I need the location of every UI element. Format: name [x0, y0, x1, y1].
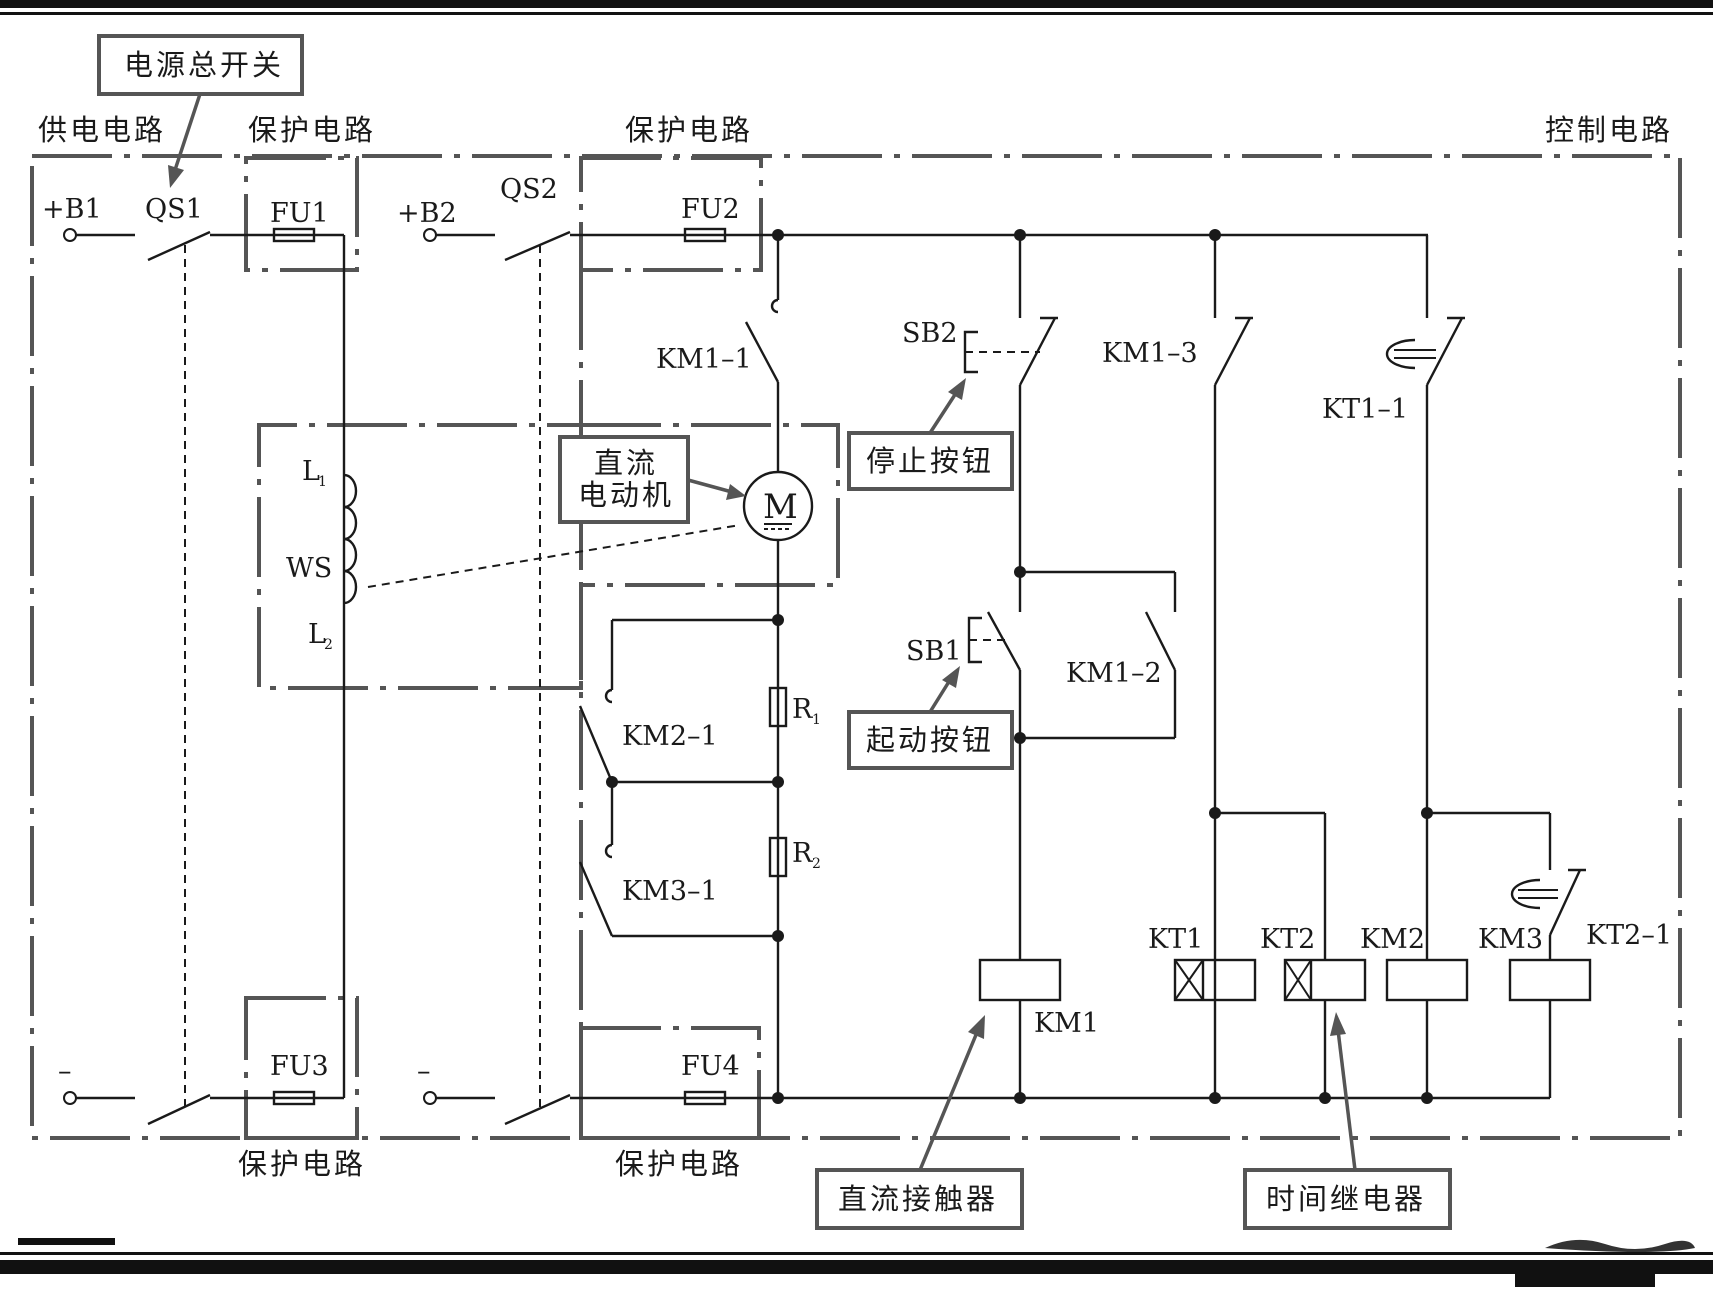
field-winding-ws [343, 473, 741, 605]
label-km1: KM1 [1034, 1008, 1099, 1039]
label-supply-circuit: 供电电路 [38, 113, 166, 147]
label-km2-1: KM2–1 [622, 721, 718, 752]
label-km3: KM3 [1478, 924, 1543, 955]
label-r2: R [792, 838, 813, 869]
control-circuit [963, 235, 1592, 1098]
callout-labels: 电源总开关 直流 电动机 停止按钮 起动按钮 直流接触器 时间继电器 [124, 48, 1426, 1216]
callout-dc-motor-line2: 电动机 [578, 478, 674, 512]
label-sb2: SB2 [902, 318, 958, 349]
label-km1-3: KM1–3 [1102, 338, 1198, 369]
label-fu1: FU1 [270, 198, 329, 229]
label-neg2: – [417, 1056, 431, 1087]
callout-dc-motor-line1: 直流 [594, 446, 658, 480]
section-labels: 供电电路 保护电路 保护电路 控制电路 保护电路 保护电路 [38, 113, 1673, 1181]
label-fu2: FU2 [681, 194, 740, 225]
label-kt2: KT2 [1260, 924, 1315, 955]
label-sb1: SB1 [906, 636, 962, 667]
callout-stop-button: 停止按钮 [866, 444, 994, 478]
label-km1-1: KM1–1 [656, 344, 752, 375]
label-protect-top-mid: 保护电路 [625, 113, 753, 147]
label-fu3: FU3 [270, 1051, 329, 1082]
protection-frames [244, 156, 840, 1140]
label-kt1: KT1 [1148, 924, 1203, 955]
label-r2-sub: 2 [812, 856, 821, 872]
label-qs1: QS1 [145, 194, 203, 225]
callout-start-button: 起动按钮 [866, 723, 994, 757]
label-protect-bottom-mid: 保护电路 [615, 1147, 743, 1181]
junction-dots [606, 229, 1433, 1104]
label-km1-2: KM1–2 [1066, 658, 1162, 689]
callout-dc-contactor: 直流接触器 [838, 1182, 998, 1216]
label-l2-sub: 2 [324, 637, 333, 653]
callouts [97, 34, 1452, 1230]
label-control-circuit: 控制电路 [1545, 113, 1673, 147]
label-l2: L [308, 619, 326, 650]
label-motor: M [763, 487, 798, 527]
callout-time-relay: 时间继电器 [1266, 1182, 1426, 1216]
label-l1-sub: 1 [318, 474, 327, 490]
outer-frame [30, 154, 1682, 1140]
label-b2: +B2 [397, 198, 457, 229]
callout-main-switch: 电源总开关 [124, 48, 284, 82]
motor-branch [578, 235, 814, 1098]
component-labels: +B1 QS1 FU1 +B2 QS2 FU2 FU3 FU4 – – L 1 … [42, 174, 1672, 1087]
label-fu4: FU4 [681, 1051, 740, 1082]
label-qs2: QS2 [500, 174, 558, 205]
label-km2: KM2 [1360, 924, 1425, 955]
label-b1: +B1 [42, 194, 102, 225]
label-kt1-1: KT1–1 [1322, 394, 1408, 425]
supply-circuit [63, 227, 1550, 1126]
label-protect-top-left: 保护电路 [248, 113, 376, 147]
label-protect-bottom-left: 保护电路 [238, 1147, 366, 1181]
label-ws: WS [286, 553, 332, 584]
label-neg1: – [58, 1056, 72, 1087]
label-kt2-1: KT2–1 [1586, 920, 1672, 951]
label-r1: R [792, 694, 813, 725]
label-l1: L [302, 456, 320, 487]
label-km3-1: KM3–1 [622, 876, 718, 907]
label-r1-sub: 1 [812, 712, 821, 728]
